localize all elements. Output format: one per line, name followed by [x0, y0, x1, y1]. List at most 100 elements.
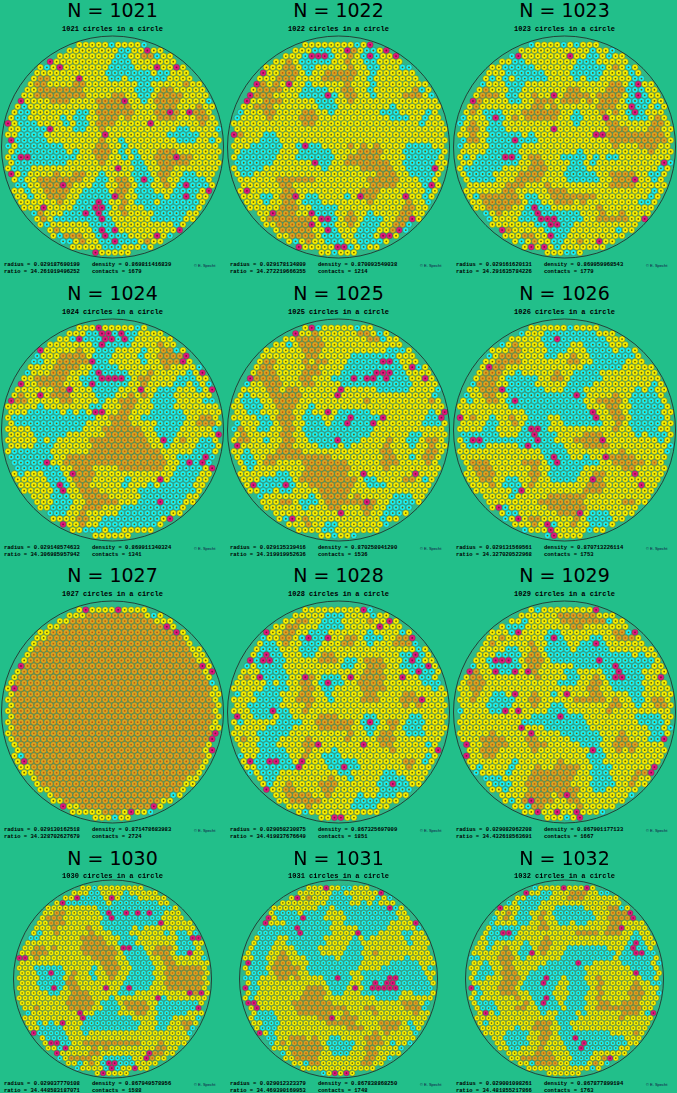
watermark: © E. Specht	[194, 1082, 215, 1087]
packing-panel: N = 1027 1027 circles in a circle radius =…	[0, 565, 225, 842]
circle-packing	[0, 34, 225, 260]
panel-subtitle: 1022 circles in a circle	[226, 25, 451, 33]
radius-value: radius = 0.029082062208	[456, 827, 532, 833]
circle-packing	[452, 317, 677, 543]
panel-title: N = 1030	[0, 848, 225, 868]
radius-value: radius = 0.029178134809	[230, 262, 306, 268]
panel-subtitle: 1032 circles in a circle	[452, 872, 677, 880]
panel-title: N = 1029	[452, 565, 677, 585]
circle-packing	[226, 34, 451, 260]
contacts-value: contacts = 1748	[318, 1088, 368, 1093]
radius-value: radius = 0.029130162518	[4, 827, 80, 833]
watermark: © E. Specht	[420, 828, 441, 833]
ratio-value: ratio = 34.306985957942	[4, 552, 80, 558]
radius-value: radius = 0.029148574633	[4, 545, 80, 551]
contacts-value: contacts = 1341	[92, 552, 142, 558]
watermark: © E. Specht	[646, 828, 667, 833]
packing-panel: N = 1030 1030 circles in a circle radius =…	[0, 848, 225, 1093]
ratio-value: ratio = 34.291635784226	[456, 269, 532, 275]
contacts-value: contacts = 1851	[318, 834, 368, 840]
ratio-value: ratio = 34.469390169953	[230, 1088, 306, 1093]
packing-panel: N = 1029 1029 circles in a circle radius =…	[452, 565, 677, 842]
radius-value: radius = 0.029037770108	[4, 1081, 80, 1087]
panel-subtitle: 1027 circles in a circle	[0, 590, 225, 598]
panel-subtitle: 1025 circles in a circle	[226, 308, 451, 316]
panel-title: N = 1028	[226, 565, 451, 585]
contacts-value: contacts = 1536	[318, 552, 368, 558]
radius-value: radius = 0.029012323379	[230, 1081, 306, 1087]
packing-panel: N = 1028 1028 circles in a circle radius =…	[226, 565, 451, 842]
panel-subtitle: 1029 circles in a circle	[452, 590, 677, 598]
panel-title: N = 1026	[452, 283, 677, 303]
contacts-value: contacts = 1763	[544, 1088, 594, 1093]
density-value: density = 0.867901177133	[544, 827, 623, 833]
density-value: density = 0.867325697009	[318, 827, 397, 833]
density-value: density = 0.870713226114	[544, 545, 623, 551]
watermark: © E. Specht	[646, 263, 667, 268]
ratio-value: ratio = 34.419837676649	[230, 834, 306, 840]
panel-subtitle: 1030 circles in a circle	[0, 872, 225, 880]
panel-title: N = 1032	[452, 848, 677, 868]
panel-subtitle: 1031 circles in a circle	[226, 872, 451, 880]
radius-value: radius = 0.029161620131	[456, 262, 532, 268]
circle-packing	[452, 34, 677, 260]
packing-panel: N = 10241024 circles in a circleradius =…	[0, 283, 225, 560]
circle-packing	[226, 878, 451, 1080]
packing-panel: N = 1031 1031 circles in a circle radius =…	[226, 848, 451, 1093]
ratio-value: ratio = 34.261019496252	[4, 269, 80, 275]
radius-value: radius = 0.029131569561	[456, 545, 532, 551]
ratio-value: ratio = 34.272219666355	[230, 269, 306, 275]
contacts-value: contacts = 1214	[318, 269, 368, 275]
packing-panel: N = 10251025 circles in a circleradius =…	[226, 283, 451, 560]
packing-panel: N = 1021 1021 circles in a circle radius =…	[0, 0, 225, 277]
panel-title: N = 1027	[0, 565, 225, 585]
density-value: density = 0.867877899194	[544, 1081, 623, 1087]
packing-panel: N = 1023 1023 circles in a circle radius =…	[452, 0, 677, 277]
radius-value: radius = 0.029187690199	[4, 262, 80, 268]
density-value: density = 0.869911340324	[92, 545, 171, 551]
panel-subtitle: 1021 circles in a circle	[0, 25, 225, 33]
panel-title: N = 1021	[0, 0, 225, 20]
watermark: © E. Specht	[194, 546, 215, 551]
contacts-value: contacts = 1667	[544, 834, 594, 840]
panel-subtitle: 1023 circles in a circle	[452, 25, 677, 33]
panel-subtitle: 1028 circles in a circle	[226, 590, 451, 598]
packing-panel: N = 1026 1026 circles in a circle radius =…	[452, 283, 677, 560]
ratio-value: ratio = 34.327020522968	[456, 552, 532, 558]
radius-value: radius = 0.029001098261	[456, 1081, 532, 1087]
watermark: © E. Specht	[646, 546, 667, 551]
panel-title: N = 1023	[452, 0, 677, 20]
density-value: density = 0.867838868250	[318, 1081, 397, 1087]
radius-value: radius = 0.029135339416	[230, 545, 306, 551]
density-value: density = 0.870258041290	[318, 545, 397, 551]
watermark: © E. Specht	[194, 263, 215, 268]
contacts-value: contacts = 2724	[92, 834, 142, 840]
panel-title: N = 1031	[226, 848, 451, 868]
density-value: density = 0.869959968543	[544, 262, 623, 268]
density-value: density = 0.871478683983	[92, 827, 171, 833]
ratio-value: ratio = 34.328702627679	[4, 834, 80, 840]
panel-subtitle: 1026 circles in a circle	[452, 308, 677, 316]
contacts-value: contacts = 1753	[544, 552, 594, 558]
ratio-value: ratio = 34.319919952636	[230, 552, 306, 558]
circle-packing	[226, 317, 451, 543]
radius-value: radius = 0.029058230875	[230, 827, 306, 833]
contacts-value: contacts = 1588	[92, 1088, 142, 1093]
watermark: © E. Specht	[420, 263, 441, 268]
panel-subtitle: 1024 circles in a circle	[0, 308, 225, 316]
watermark: © E. Specht	[420, 546, 441, 551]
packing-panel: N = 10221022 circles in a circleradius =…	[226, 0, 451, 277]
circle-packing	[226, 599, 451, 825]
density-value: density = 0.870093549038	[318, 262, 397, 268]
packing-panel: N = 1032 1032 circles in a circle radius =…	[452, 848, 677, 1093]
watermark: © E. Specht	[420, 1082, 441, 1087]
density-value: density = 0.867949578956	[92, 1081, 171, 1087]
contacts-value: contacts = 1679	[92, 269, 142, 275]
ratio-value: ratio = 34.432618563691	[456, 834, 532, 840]
watermark: © E. Specht	[194, 828, 215, 833]
contacts-value: contacts = 1779	[544, 269, 594, 275]
circle-packing	[452, 878, 677, 1080]
circle-packing	[0, 317, 225, 543]
ratio-value: ratio = 34.448583187071	[4, 1088, 80, 1093]
density-value: density = 0.869811416839	[92, 262, 171, 268]
